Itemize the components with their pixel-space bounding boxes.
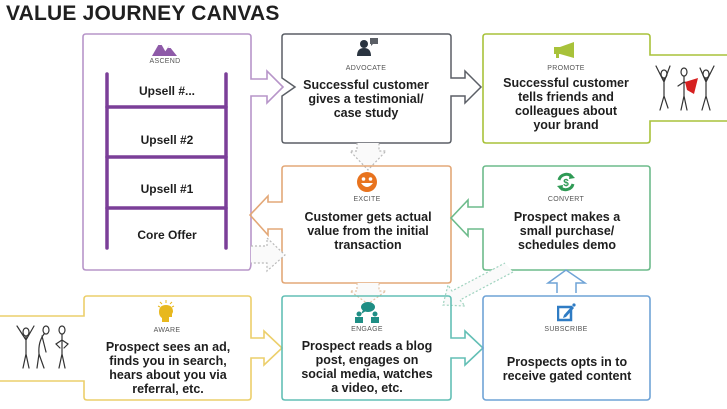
megaphone-icon <box>554 42 574 58</box>
mountains-icon <box>152 42 177 56</box>
person-speech-icon <box>357 38 378 56</box>
stick-figures-celebrating <box>655 65 715 111</box>
edit-square-icon <box>557 303 576 322</box>
engage-description: Prospect reads a blog post, engages on s… <box>301 339 433 395</box>
rung-upsell-2: Upsell #2 <box>140 133 194 147</box>
convert-label: CONVERT <box>547 196 585 203</box>
aware-description: Prospect sees an ad, finds you in search… <box>105 340 231 396</box>
dotted-arrow-advocate-to-excite <box>348 143 388 171</box>
subscribe-box <box>482 295 651 401</box>
smiley-icon <box>357 172 377 192</box>
excite-box <box>248 165 452 284</box>
subscribe-description: Prospects opts in to receive gated conte… <box>502 355 632 383</box>
rung-upsell-more: Upsell #... <box>138 84 196 98</box>
ascend-ladder <box>105 72 228 250</box>
rung-upsell-1: Upsell #1 <box>140 182 194 196</box>
convert-box <box>449 165 651 271</box>
aware-label: AWARE <box>153 327 181 334</box>
page-title: VALUE JOURNEY CANVAS <box>6 2 280 25</box>
stick-figures-prospects <box>16 325 69 369</box>
subscribe-label: SUBSCRIBE <box>544 326 588 333</box>
engage-label: ENGAGE <box>351 326 383 333</box>
promote-description: Successful customer tells friends and co… <box>503 76 629 132</box>
excite-label: EXCITE <box>353 196 381 203</box>
arrow-subscribe-to-convert <box>545 269 588 293</box>
rung-core-offer: Core Offer <box>137 228 197 242</box>
promote-box <box>482 33 727 144</box>
ascend-label: ASCEND <box>149 58 181 65</box>
people-chat-icon <box>355 302 379 323</box>
advocate-box <box>281 33 483 144</box>
ascend-box <box>82 33 285 271</box>
excite-description: Customer gets actual value from the init… <box>304 210 432 252</box>
dotted-arrow-ascend-to-excite <box>251 236 286 273</box>
advocate-description: Successful customer gives a testimonial/… <box>303 78 429 120</box>
promote-label: PROMOTE <box>547 65 585 72</box>
svg-text:$: $ <box>563 178 569 189</box>
lightbulb-head-icon <box>157 300 175 322</box>
engage-box <box>281 295 485 401</box>
dollar-cycle-icon: $ <box>557 172 575 192</box>
advocate-label: ADVOCATE <box>345 65 387 72</box>
convert-description: Prospect makes a small purchase/ schedul… <box>513 210 621 252</box>
dotted-arrow-convert-to-engage <box>442 262 514 307</box>
